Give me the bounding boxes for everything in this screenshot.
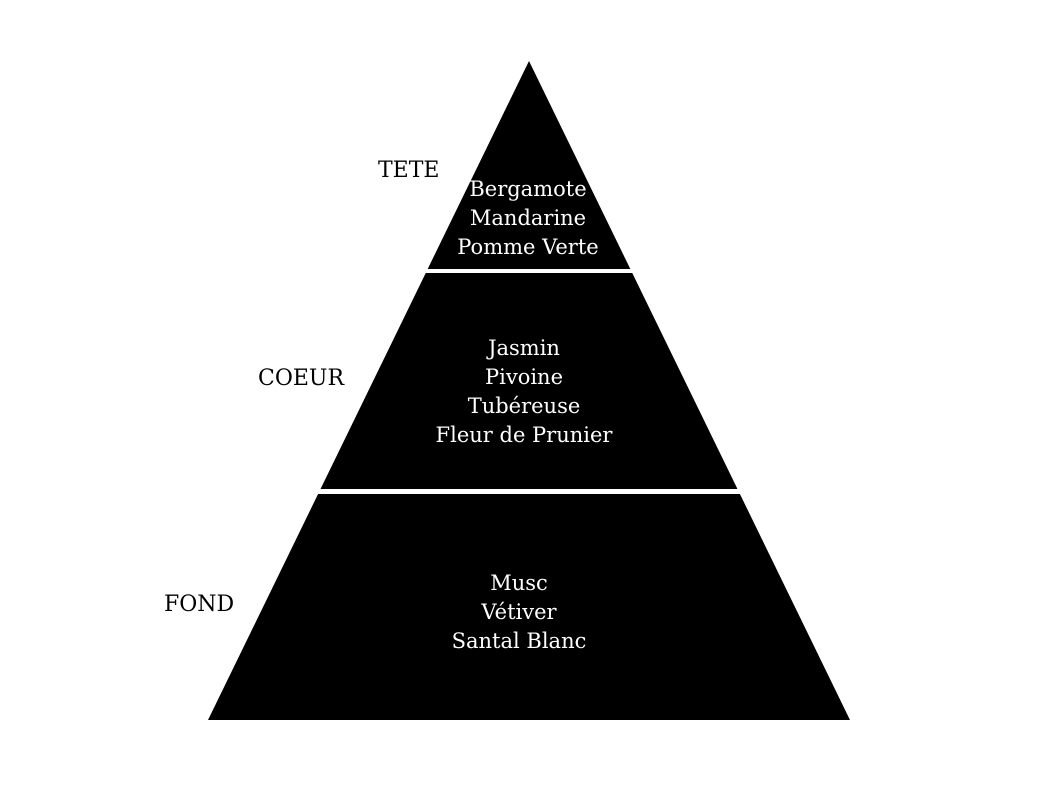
note-item: Jasmin	[486, 336, 560, 360]
tier-label-base: FOND	[164, 592, 234, 617]
note-item: Musc	[490, 571, 548, 595]
note-item: Bergamote	[469, 177, 586, 201]
tier-notes-top: Bergamote Mandarine Pomme Verte	[457, 177, 598, 259]
note-item: Tubéreuse	[468, 394, 581, 418]
tier-notes-heart: Jasmin Pivoine Tubéreuse Fleur de Prunie…	[436, 336, 614, 447]
note-item: Fleur de Prunier	[436, 423, 614, 447]
tier-notes-base: Musc Vétiver Santal Blanc	[452, 571, 587, 653]
tier-label-heart: COEUR	[258, 366, 345, 391]
note-item: Pivoine	[485, 365, 563, 389]
pyramid-shape	[208, 61, 850, 720]
note-item: Vétiver	[480, 600, 557, 624]
separator-top-heart	[423, 269, 635, 273]
separator-heart-base	[316, 489, 742, 494]
note-item: Mandarine	[470, 206, 586, 230]
note-item: Pomme Verte	[457, 235, 598, 259]
note-item: Santal Blanc	[452, 629, 587, 653]
tier-label-top: TETE	[378, 158, 439, 183]
